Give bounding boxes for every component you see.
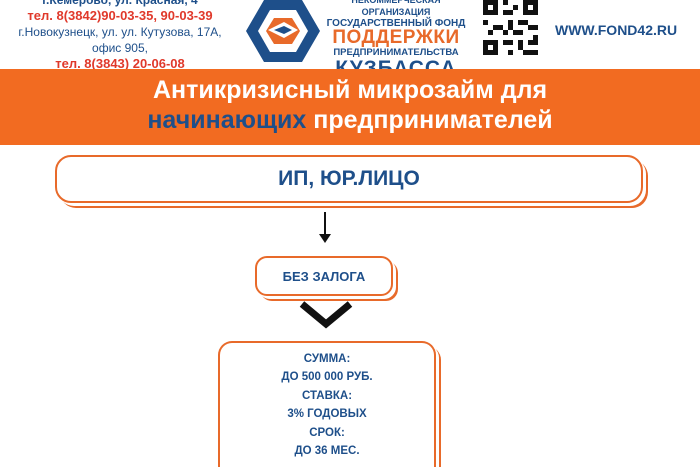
contacts-block: г.Кемерово, ул. Красная, 4 тел. 8(3842)9… — [0, 0, 240, 72]
phone-main[interactable]: тел. 8(3842)90-03-35, 90-03-39 — [27, 8, 213, 23]
fund-logo-icon — [244, 0, 322, 62]
logo-line-org: НЕКОММЕРЧЕСКАЯ ОРГАНИЗАЦИЯ — [351, 0, 441, 17]
banner-title-line2: начинающих предпринимателей — [0, 105, 700, 135]
phone-secondary[interactable]: тел. 8(3843) 20-06-08 — [55, 56, 185, 71]
terms-amount-label: СУММА: — [303, 352, 351, 365]
qr-code-icon[interactable] — [483, 0, 538, 55]
terms-rate-label: СТАВКА: — [301, 389, 353, 402]
no-collateral-box: БЕЗ ЗАЛОГА — [255, 256, 393, 296]
address-line-2: г.Новокузнецк, ул. ул. Кутузова, 17А, — [18, 25, 222, 39]
address-line: г.Кемерово, ул. Красная, 4 — [42, 0, 198, 7]
website-link[interactable]: WWW.FOND42.RU — [555, 22, 678, 38]
terms-rate-value: 3% ГОДОВЫХ — [287, 408, 367, 420]
banner-title-line1: Антикризисный микрозайм для — [152, 76, 548, 104]
terms-amount-value: ДО 500 000 РУБ. — [281, 371, 373, 383]
logo-line-support: ПОДДЕРЖКИ — [332, 27, 460, 48]
loan-terms-box: СУММА: ДО 500 000 РУБ. СТАВКА: 3% ГОДОВЫ… — [218, 341, 436, 467]
terms-period-value: ДО 36 МЕС. — [294, 445, 360, 457]
banner-rest-text: предпринимателей — [306, 106, 553, 134]
fund-logo-text: НЕКОММЕРЧЕСКАЯ ОРГАНИЗАЦИЯ ГОСУДАРСТВЕНН… — [326, 0, 466, 79]
banner-accent-word: начинающих — [147, 106, 307, 134]
office-line: офис 905, — [92, 41, 148, 55]
chevron-down-icon — [298, 300, 354, 330]
title-banner: Антикризисный микрозайм для начинающих п… — [0, 69, 700, 145]
borrower-type-box: ИП, ЮР.ЛИЦО — [55, 155, 643, 203]
terms-period-label: СРОК: — [309, 426, 345, 439]
logo-line-gos: ГОСУДАРСТВЕННЫЙ ФОНД — [326, 18, 466, 29]
logo-line-business: ПРЕДПРИНИМАТЕЛЬСТВА — [333, 47, 459, 58]
arrow-down-icon — [315, 212, 335, 244]
